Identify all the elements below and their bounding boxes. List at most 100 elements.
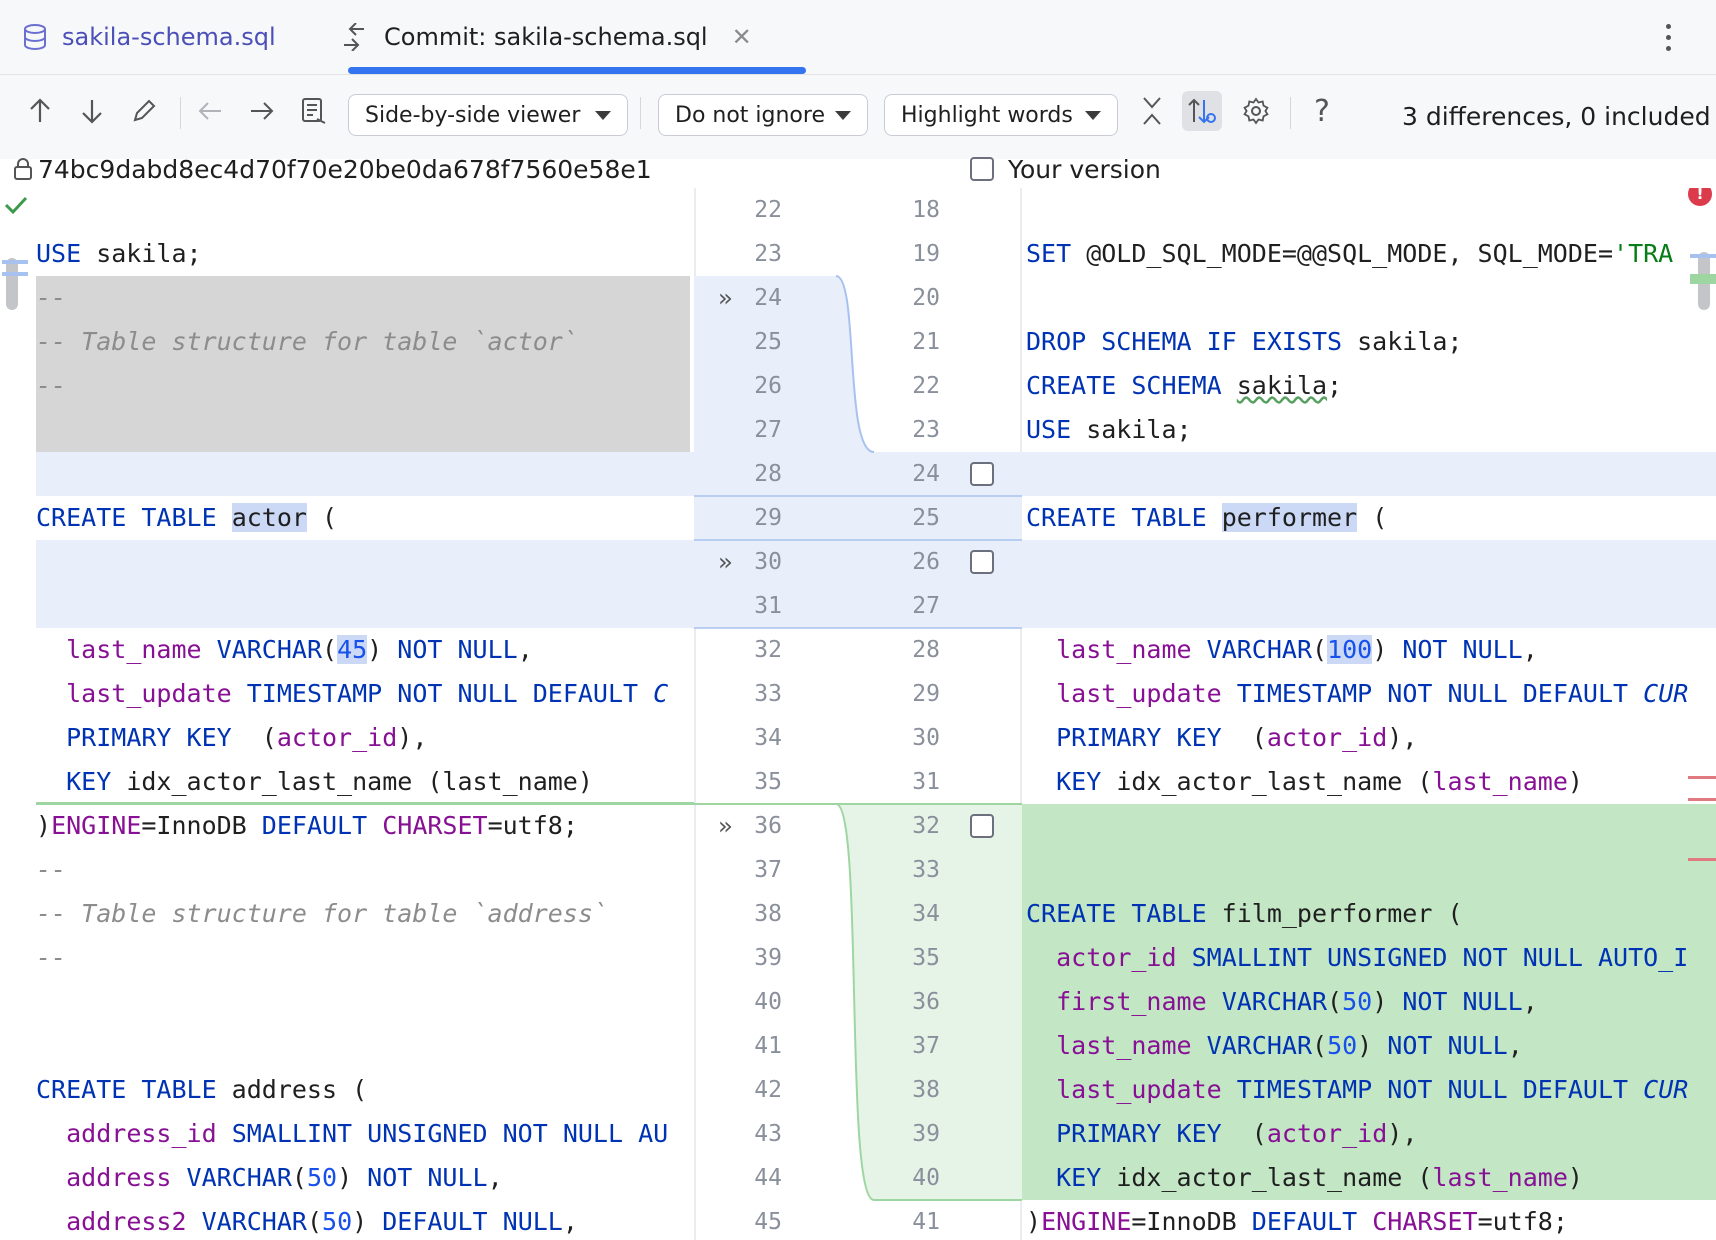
code-text: -- <box>36 276 66 320</box>
code-text: -- <box>36 848 66 892</box>
code-line-modified: first_name VARCHAR(45) NOT NULL, <box>36 540 694 584</box>
code-line: last_update TIMESTAMP NOT NULL DEFAULT C <box>0 628 694 672</box>
close-icon[interactable]: ✕ <box>732 23 752 51</box>
apply-change-icon[interactable]: » <box>718 548 732 576</box>
right-line-number: 20 <box>884 276 940 320</box>
left-line-number: 24 <box>726 276 782 320</box>
right-line-number: 24 <box>884 452 940 496</box>
right-line-number: 25 <box>884 496 940 540</box>
left-revision-header: 74bc9dabd8ec4d70f70e20be0da678f7560e58e1 <box>12 152 652 186</box>
diff-gutter: 2223242526272829303132333435363738394041… <box>694 188 1022 1240</box>
code-line: )ENGINE=InnoDB DEFAULT CHARSET=utf8; <box>1022 760 1716 804</box>
left-line-number: 39 <box>726 936 782 980</box>
differences-summary: 3 differences, 0 included <box>1402 102 1711 131</box>
back-arrow-icon[interactable] <box>190 91 230 131</box>
right-editor[interactable]: SET @OLD_SQL_MODE=@@SQL_MODE, SQL_MODE='… <box>1022 188 1716 1240</box>
include-all-checkbox[interactable] <box>970 157 994 181</box>
your-version-label: Your version <box>1008 155 1161 184</box>
tab-label: sakila-schema.sql <box>62 23 276 51</box>
code-line: -- Table structure for table `address` <box>0 892 694 936</box>
right-line-number: 36 <box>884 980 940 1024</box>
code-line: KEY idx_actor_last_name (last_name) <box>0 716 694 760</box>
code-line: PRIMARY KEY (actor_id), <box>0 672 694 716</box>
code-text: -- <box>36 364 66 408</box>
include-change-checkbox[interactable] <box>970 814 994 838</box>
error-marker <box>1688 776 1716 779</box>
previous-difference-icon[interactable] <box>20 91 60 131</box>
collapse-unchanged-icon[interactable] <box>1132 91 1172 131</box>
settings-gear-icon[interactable] <box>1236 91 1276 131</box>
synchronize-scrolling-icon[interactable] <box>1182 91 1222 131</box>
right-line-number: 28 <box>884 628 940 672</box>
highlight-label: Highlight words <box>901 103 1073 128</box>
change-marker <box>2 260 28 264</box>
next-difference-icon[interactable] <box>72 91 112 131</box>
right-line-number: 22 <box>884 364 940 408</box>
forward-arrow-icon[interactable] <box>242 91 282 131</box>
code-text: USE sakila; <box>36 232 202 276</box>
code-line: address_id SMALLINT UNSIGNED NOT NULL AU <box>0 1068 694 1112</box>
left-line-number: 44 <box>726 1156 782 1200</box>
code-line: last_update TIMESTAMP NOT NULL DEFAULT C… <box>1022 628 1716 672</box>
right-line-number: 21 <box>884 320 940 364</box>
code-text: )ENGINE=InnoDB DEFAULT CHARSET=utf8; <box>1026 1200 1568 1240</box>
left-line-number: 33 <box>726 672 782 716</box>
right-version-header: Your version <box>970 152 1161 186</box>
code-line-inserted: PRIMARY KEY (actor_id), <box>1022 1068 1716 1112</box>
chevron-down-icon <box>835 111 851 120</box>
right-line-number: 34 <box>884 892 940 936</box>
left-line-number: 26 <box>726 364 782 408</box>
code-text: )ENGINE=InnoDB DEFAULT CHARSET=utf8; <box>36 804 578 848</box>
code-line: district VARCHAR(20) NOT NULL, <box>0 1200 694 1240</box>
code-line-inserted: CREATE TABLE film_performer ( <box>1022 848 1716 892</box>
left-editor[interactable]: USE sakila; -- -- Table structure for ta… <box>0 188 694 1240</box>
active-tab-indicator <box>348 67 806 74</box>
open-in-editor-icon[interactable] <box>294 91 334 131</box>
right-line-number: 33 <box>884 848 940 892</box>
tab-commit[interactable]: Commit: sakila-schema.sql ✕ <box>338 0 752 74</box>
right-line-number: 41 <box>884 1200 940 1240</box>
code-line-modified: CREATE TABLE performer ( <box>1022 452 1716 496</box>
ignore-whitespace-dropdown[interactable]: Do not ignore <box>658 94 868 136</box>
lock-icon <box>12 157 34 181</box>
check-mark-icon <box>4 192 28 221</box>
help-icon[interactable]: ? <box>1302 91 1342 131</box>
right-line-number: 23 <box>884 408 940 452</box>
left-line-number: 36 <box>726 804 782 848</box>
tab-sakila-schema[interactable]: sakila-schema.sql <box>22 0 276 74</box>
code-text: -- Table structure for table `actor` <box>36 320 578 364</box>
left-line-number: 31 <box>726 584 782 628</box>
database-icon <box>22 23 48 51</box>
more-options-icon[interactable] <box>1666 24 1672 57</box>
code-line: CREATE SCHEMA sakila; <box>1022 320 1716 364</box>
left-line-number: 23 <box>726 232 782 276</box>
edit-icon[interactable] <box>124 91 164 131</box>
code-line-inserted: last_name VARCHAR(50) NOT NULL, <box>1022 980 1716 1024</box>
left-scrollbar[interactable] <box>6 258 18 310</box>
left-line-number: 41 <box>726 1024 782 1068</box>
include-change-checkbox[interactable] <box>970 550 994 574</box>
highlight-mode-dropdown[interactable]: Highlight words <box>884 94 1118 136</box>
code-text: USE sakila; <box>1026 408 1192 452</box>
code-text: -- <box>36 936 66 980</box>
include-change-checkbox[interactable] <box>970 462 994 486</box>
code-line: KEY idx_actor_last_name (last_name) <box>1022 716 1716 760</box>
code-line-inserted: KEY idx_actor_last_name (last_name) <box>1022 1112 1716 1156</box>
right-line-number: 37 <box>884 1024 940 1068</box>
left-line-number: 37 <box>726 848 782 892</box>
viewer-mode-label: Side-by-side viewer <box>365 103 580 128</box>
apply-change-icon[interactable]: » <box>718 284 732 312</box>
code-line-inserted: first_name VARCHAR(50) NOT NULL, <box>1022 936 1716 980</box>
chevron-down-icon <box>595 111 611 120</box>
code-text: SET @OLD_SQL_MODE=@@SQL_MODE, SQL_MODE='… <box>1026 232 1673 276</box>
apply-change-icon[interactable]: » <box>718 812 732 840</box>
code-line: -- <box>0 364 694 408</box>
code-line: address VARCHAR(50) NOT NULL, <box>0 1112 694 1156</box>
code-line-modified: first_name VARCHAR(100) NOT NULL, <box>1022 540 1716 584</box>
code-line: -- <box>0 936 694 980</box>
left-line-number: 28 <box>726 452 782 496</box>
viewer-mode-dropdown[interactable]: Side-by-side viewer <box>348 94 628 136</box>
right-line-number: 39 <box>884 1112 940 1156</box>
left-line-number: 43 <box>726 1112 782 1156</box>
code-line: -- <box>0 848 694 892</box>
